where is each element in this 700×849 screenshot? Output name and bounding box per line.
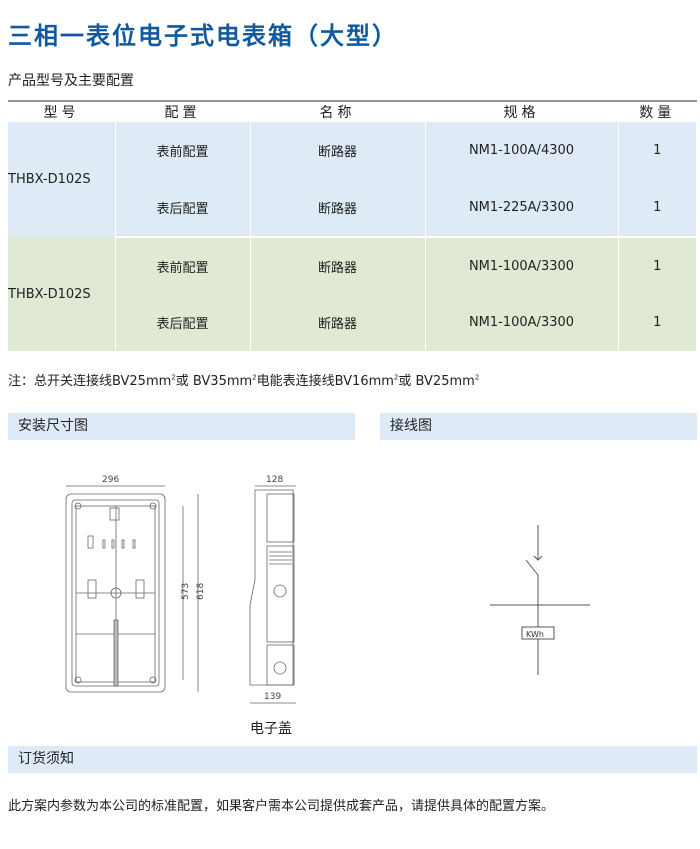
spec-cell: NM1-100A/4300 <box>425 122 619 179</box>
col-spec: 规格 <box>425 100 618 122</box>
wiring-diagram: KWh <box>490 525 590 675</box>
col-model: 型号 <box>8 100 115 122</box>
config-cell: 表后配置 <box>115 179 251 238</box>
model-cell: THBX-D102S <box>8 122 116 237</box>
config-table: 型号 配置 名称 规格 数量 THBX-D102S 表前配置 断路器 NM1-1… <box>8 100 697 351</box>
section-wiring: 接线图 <box>380 413 697 440</box>
qty-cell: 1 <box>618 237 697 294</box>
col-name: 名称 <box>250 100 425 122</box>
qty-cell: 1 <box>618 122 697 179</box>
side-view-caption: 电子盖 <box>250 721 292 737</box>
svg-text:139: 139 <box>264 692 281 702</box>
svg-text:296: 296 <box>102 475 119 485</box>
config-cell: 表前配置 <box>115 122 251 179</box>
model-cell: THBX-D102S <box>8 237 116 351</box>
section-subtitle: 产品型号及主要配置 <box>8 73 134 89</box>
table-header: 型号 配置 名称 规格 数量 <box>8 100 697 122</box>
svg-text:573: 573 <box>181 583 191 600</box>
section-install: 安装尺寸图 <box>8 413 355 440</box>
wiring-note: 注：总开关连接线BV25mm2或 BV35mm2电能表连接线BV16mm2或 B… <box>8 373 480 389</box>
col-config: 配置 <box>115 100 250 122</box>
table-row: 表后配置 断路器 NM1-100A/3300 1 <box>8 294 697 351</box>
name-cell: 断路器 <box>250 179 426 238</box>
table-row: THBX-D102S 表前配置 断路器 NM1-100A/4300 1 <box>8 122 697 237</box>
spec-cell: NM1-225A/3300 <box>425 179 619 238</box>
qty-cell: 1 <box>618 179 697 238</box>
spec-cell: NM1-100A/3300 <box>425 237 619 294</box>
name-cell: 断路器 <box>250 122 426 179</box>
svg-text:128: 128 <box>266 475 283 485</box>
name-cell: 断路器 <box>250 237 426 294</box>
name-cell: 断路器 <box>250 294 426 351</box>
config-cell: 表后配置 <box>115 294 251 351</box>
config-cell: 表前配置 <box>115 237 251 294</box>
spec-cell: NM1-100A/3300 <box>425 294 619 351</box>
svg-text:618: 618 <box>196 583 206 600</box>
page-title: 三相一表位电子式电表箱（大型） <box>8 22 398 50</box>
order-note: 此方案内参数为本公司的标准配置，如果客户需本公司提供成套产品，请提供具体的配置方… <box>8 799 555 814</box>
qty-cell: 1 <box>618 294 697 351</box>
section-order: 订货须知 <box>8 746 697 773</box>
table-row: THBX-D102S 表前配置 断路器 NM1-100A/3300 1 <box>8 237 697 351</box>
table-row: 表后配置 断路器 NM1-225A/3300 1 <box>8 179 697 238</box>
col-qty: 数量 <box>618 100 697 122</box>
install-dimension-drawing: 296 573 618 128 139 <box>65 475 296 704</box>
svg-text:KWh: KWh <box>526 630 544 639</box>
